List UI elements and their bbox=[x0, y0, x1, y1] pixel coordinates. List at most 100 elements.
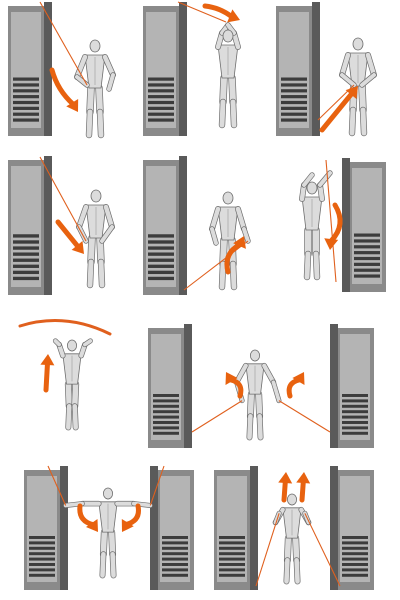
arrow-shaft bbox=[281, 478, 288, 503]
cable-machine bbox=[143, 156, 187, 295]
cable-machine bbox=[143, 2, 187, 136]
machine-panel bbox=[146, 166, 176, 287]
weight-plate bbox=[354, 262, 380, 266]
arrow-head bbox=[85, 518, 98, 532]
human-figure bbox=[272, 493, 312, 585]
weight-plate bbox=[354, 251, 380, 255]
motion-arrow bbox=[40, 354, 55, 393]
arrow-head bbox=[345, 86, 358, 99]
arrow-head bbox=[121, 518, 134, 532]
machine-post bbox=[60, 466, 68, 590]
limb bbox=[349, 107, 356, 136]
machine-panel bbox=[279, 12, 309, 128]
weight-plate bbox=[13, 240, 39, 244]
weight-plate bbox=[13, 100, 39, 105]
weight-plate bbox=[148, 112, 174, 116]
weight-plate bbox=[354, 239, 380, 243]
weight-plate bbox=[342, 536, 368, 539]
limb bbox=[100, 551, 106, 578]
limb bbox=[230, 261, 237, 290]
weight-plate bbox=[148, 276, 174, 281]
weight-plate bbox=[148, 252, 174, 256]
exercise-panel-cable-overhead-rotation bbox=[299, 158, 386, 292]
human-figure bbox=[63, 487, 153, 579]
weight-plate bbox=[219, 541, 245, 545]
limb bbox=[234, 363, 248, 385]
weight-plate bbox=[354, 233, 380, 237]
weight-plate bbox=[219, 546, 245, 550]
cable-machine bbox=[214, 466, 258, 590]
weight-plate bbox=[281, 77, 307, 81]
limb bbox=[108, 529, 116, 557]
limb bbox=[304, 251, 311, 280]
weight-plate bbox=[342, 563, 368, 566]
machine-post bbox=[150, 466, 158, 590]
cable-machine bbox=[330, 466, 374, 590]
motion-arrow bbox=[278, 472, 293, 503]
weight-plate bbox=[342, 568, 368, 572]
weight-plate bbox=[148, 270, 174, 275]
weight-plate bbox=[13, 252, 39, 256]
limb bbox=[97, 109, 104, 138]
weight-plate bbox=[148, 106, 174, 110]
weight-plate bbox=[162, 568, 188, 572]
human-figure bbox=[215, 22, 241, 129]
limb bbox=[219, 261, 226, 290]
weight-plate bbox=[354, 274, 380, 278]
limb bbox=[72, 403, 78, 430]
arrow-head bbox=[278, 472, 293, 484]
weight-plate bbox=[162, 552, 188, 556]
weight-plate bbox=[13, 264, 39, 268]
limb bbox=[107, 73, 115, 91]
weight-plate bbox=[342, 557, 368, 561]
limb bbox=[340, 73, 356, 87]
weight-plate bbox=[162, 557, 188, 561]
limb bbox=[98, 259, 105, 288]
arrow-shaft bbox=[49, 67, 76, 107]
limb bbox=[110, 551, 116, 578]
weight-plate bbox=[153, 426, 179, 430]
human-figure bbox=[299, 170, 333, 281]
weight-plate bbox=[354, 245, 380, 249]
arrow-head bbox=[225, 372, 238, 386]
cable-machine bbox=[8, 156, 52, 295]
motion-arrow bbox=[49, 67, 79, 112]
limb bbox=[318, 171, 332, 187]
head bbox=[222, 29, 234, 43]
exercise-panel-cable-crossover-low bbox=[148, 324, 374, 448]
machine-post bbox=[179, 156, 187, 295]
weight-plate bbox=[148, 89, 174, 93]
motion-arrow bbox=[225, 372, 244, 399]
exercise-panel-bar-hang-raise bbox=[18, 319, 112, 431]
weight-plate bbox=[354, 256, 380, 261]
weight-plate bbox=[13, 83, 39, 87]
limb bbox=[102, 54, 116, 78]
arrow-shaft bbox=[319, 90, 355, 133]
limb bbox=[230, 99, 237, 128]
limb bbox=[359, 83, 366, 113]
limb bbox=[209, 206, 221, 232]
limb bbox=[360, 107, 367, 136]
arrow-head bbox=[233, 236, 246, 249]
motion-arrow bbox=[121, 503, 141, 532]
cable-machine bbox=[342, 158, 386, 292]
motion-arrow bbox=[224, 236, 246, 275]
weight-plate bbox=[13, 258, 39, 262]
cable-line bbox=[149, 465, 165, 506]
limb bbox=[75, 75, 89, 87]
motion-arrow bbox=[55, 219, 84, 254]
weight-plate bbox=[13, 276, 39, 281]
arrow-head bbox=[66, 98, 79, 112]
weight-plate bbox=[13, 112, 39, 116]
weight-plate bbox=[281, 95, 307, 99]
limb bbox=[257, 413, 263, 440]
weight-plate bbox=[29, 557, 55, 561]
cable-line bbox=[177, 1, 227, 23]
exercise-panel-cable-arm-raise bbox=[24, 465, 194, 590]
weight-plate bbox=[148, 258, 174, 262]
motion-arrow bbox=[286, 372, 305, 399]
weight-plate bbox=[148, 83, 174, 87]
limb bbox=[100, 225, 114, 243]
weight-plate bbox=[148, 234, 174, 238]
